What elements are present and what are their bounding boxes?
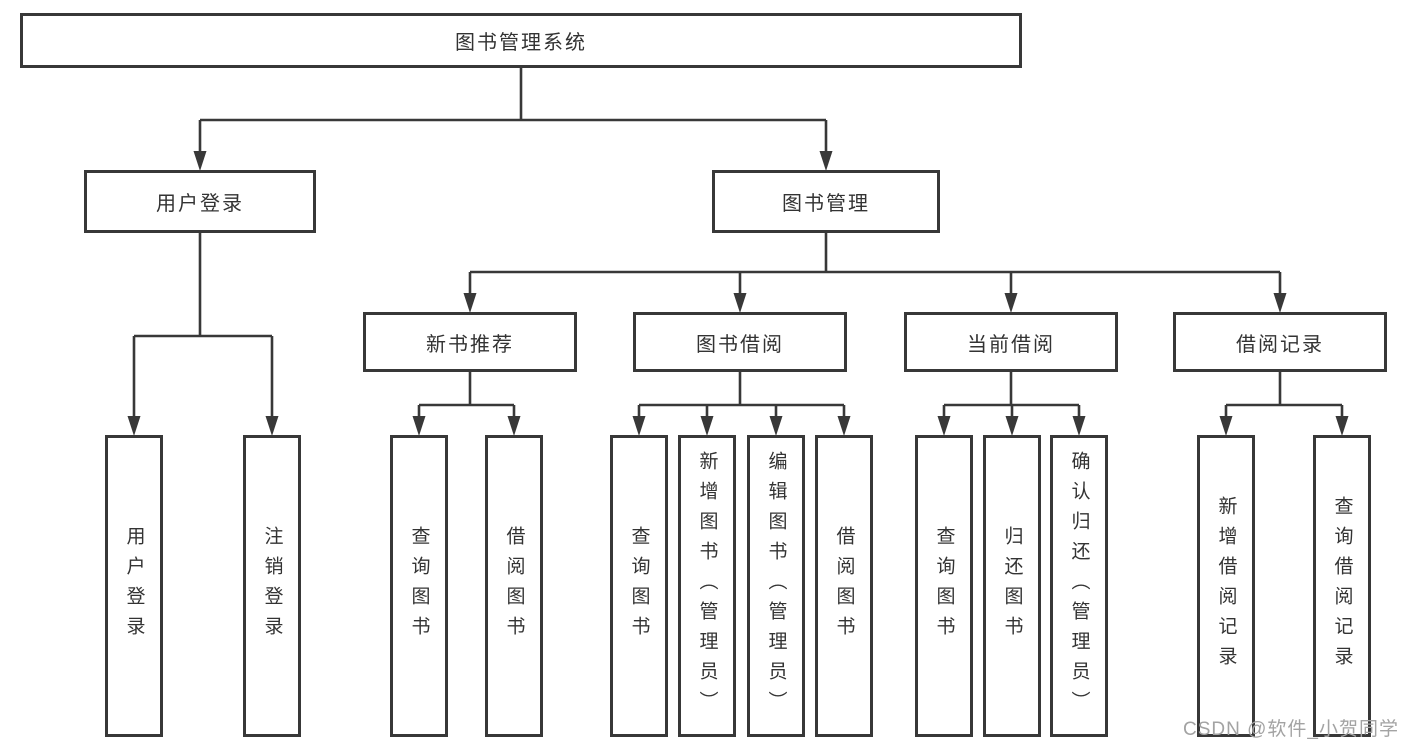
leaf-add-borrow-record: 新增借阅记录 bbox=[1197, 435, 1255, 737]
node-user-login-branch: 用户登录 bbox=[84, 170, 316, 233]
leaf-label: 确认归还（管理员） bbox=[1068, 451, 1090, 721]
arrowhead-icon bbox=[1335, 416, 1349, 436]
leaf-return-books: 归还图书 bbox=[983, 435, 1041, 737]
arrowhead-icon bbox=[700, 416, 714, 436]
leaf-borrow-books-recommend: 借阅图书 bbox=[485, 435, 543, 737]
node-label: 用户登录 bbox=[156, 193, 244, 215]
leaf-label: 借阅图书 bbox=[833, 526, 855, 646]
node-label: 图书借阅 bbox=[696, 333, 784, 356]
leaf-label: 借阅图书 bbox=[503, 526, 525, 646]
connector-book-mgmt-to-level3 bbox=[463, 233, 1287, 313]
arrowhead-icon bbox=[1273, 293, 1287, 313]
node-borrow-records: 借阅记录 bbox=[1173, 312, 1387, 372]
arrowhead-icon bbox=[769, 416, 783, 436]
arrowhead-icon bbox=[1005, 416, 1019, 436]
arrowhead-icon bbox=[193, 151, 207, 171]
connector-book-borrow-to-leaves bbox=[632, 372, 851, 436]
connector-current-borrow-to-leaves bbox=[937, 372, 1086, 436]
leaf-user-login: 用户登录 bbox=[105, 435, 163, 737]
leaf-label: 新增图书（管理员） bbox=[696, 451, 718, 721]
leaf-borrow-books: 借阅图书 bbox=[815, 435, 873, 737]
connector-user-login-to-leaves bbox=[127, 233, 279, 436]
leaf-label: 查询图书 bbox=[628, 526, 650, 646]
node-label: 新书推荐 bbox=[426, 333, 514, 356]
node-root-system: 图书管理系统 bbox=[20, 13, 1022, 68]
leaf-label: 用户登录 bbox=[123, 526, 145, 646]
arrowhead-icon bbox=[463, 293, 477, 313]
arrowhead-icon bbox=[733, 293, 747, 313]
arrowhead-icon bbox=[937, 416, 951, 436]
arrowhead-icon bbox=[1219, 416, 1233, 436]
arrowhead-icon bbox=[819, 151, 833, 171]
node-book-management: 图书管理 bbox=[712, 170, 940, 233]
node-label: 借阅记录 bbox=[1236, 333, 1324, 356]
arrowhead-icon bbox=[412, 416, 426, 436]
leaf-label: 查询图书 bbox=[933, 526, 955, 646]
leaf-edit-books-admin: 编辑图书（管理员） bbox=[747, 435, 805, 737]
leaf-confirm-return-admin: 确认归还（管理员） bbox=[1050, 435, 1108, 737]
leaf-logout: 注销登录 bbox=[243, 435, 301, 737]
node-label: 图书管理 bbox=[782, 193, 870, 215]
leaf-label: 注销登录 bbox=[261, 526, 283, 646]
arrowhead-icon bbox=[1004, 293, 1018, 313]
leaf-query-books-recommend: 查询图书 bbox=[390, 435, 448, 737]
node-current-borrowing: 当前借阅 bbox=[904, 312, 1118, 372]
node-label: 当前借阅 bbox=[967, 333, 1055, 356]
arrowhead-icon bbox=[632, 416, 646, 436]
leaf-label: 编辑图书（管理员） bbox=[765, 451, 787, 721]
leaf-label: 查询借阅记录 bbox=[1331, 496, 1353, 676]
node-new-book-recommend: 新书推荐 bbox=[363, 312, 577, 372]
connector-root-to-level2 bbox=[193, 68, 833, 171]
arrowhead-icon bbox=[265, 416, 279, 436]
arrowhead-icon bbox=[1072, 416, 1086, 436]
leaf-query-borrow-record: 查询借阅记录 bbox=[1313, 435, 1371, 737]
leaf-label: 查询图书 bbox=[408, 526, 430, 646]
connector-records-to-leaves bbox=[1219, 372, 1349, 436]
leaf-label: 新增借阅记录 bbox=[1215, 496, 1237, 676]
leaf-label: 归还图书 bbox=[1001, 526, 1023, 646]
node-label: 图书管理系统 bbox=[455, 32, 587, 54]
leaf-add-books-admin: 新增图书（管理员） bbox=[678, 435, 736, 737]
arrowhead-icon bbox=[127, 416, 141, 436]
arrowhead-icon bbox=[837, 416, 851, 436]
node-book-borrowing: 图书借阅 bbox=[633, 312, 847, 372]
arrowhead-icon bbox=[507, 416, 521, 436]
leaf-query-books-current: 查询图书 bbox=[915, 435, 973, 737]
csdn-watermark: CSDN @软件_小贺同学 bbox=[1183, 719, 1399, 740]
connector-new-book-to-leaves bbox=[412, 372, 521, 436]
leaf-query-books-borrowing: 查询图书 bbox=[610, 435, 668, 737]
